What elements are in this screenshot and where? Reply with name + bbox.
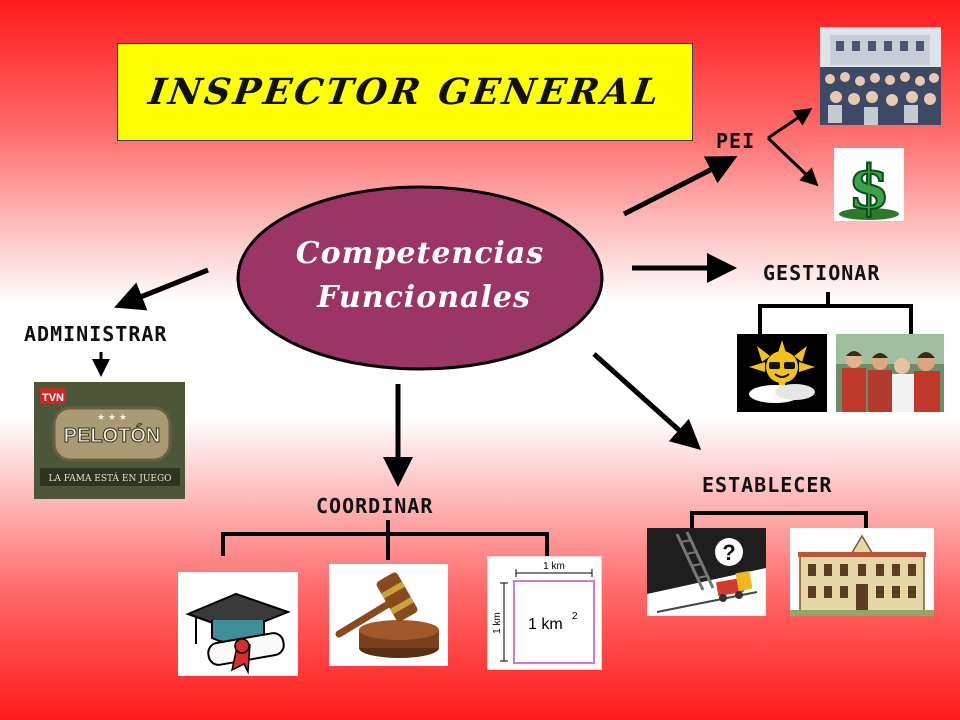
tvn-logo: TVN xyxy=(42,392,64,404)
label-establecer: ESTABLECER xyxy=(702,473,833,497)
bracket-coordinar xyxy=(221,520,549,560)
label-pei: PEI xyxy=(716,129,756,153)
center-line-2: Funcionales xyxy=(317,280,531,315)
arrow-pei-to-crowd xyxy=(767,107,813,140)
gavel-image xyxy=(329,564,448,666)
title-box: INSPECTOR GENERAL xyxy=(117,43,693,141)
area-diagram-image: 1 km 1 km 1 km 2 xyxy=(487,556,602,670)
bracket-gestionar xyxy=(758,292,913,334)
question-mark: ? xyxy=(722,540,735,565)
label-gestionar: GESTIONAR xyxy=(763,261,881,285)
side-label-top: 1 km xyxy=(543,561,565,572)
peloton-name: PELOTÓN xyxy=(64,423,161,447)
bracket-establecer xyxy=(690,511,868,534)
arrow-to-pei xyxy=(622,156,738,217)
graduation-cap-image xyxy=(178,572,298,676)
label-coordinar: COORDINAR xyxy=(316,494,434,518)
staff-group-photo xyxy=(836,334,944,412)
svg-text:★ ★ ★: ★ ★ ★ xyxy=(97,413,127,423)
center-label: Competencias Funcionales xyxy=(238,232,602,320)
arrow-to-administrar xyxy=(114,267,209,311)
peloton-image: TVN PELOTÓN ★ ★ ★ LA FAMA ESTÁ EN JUEGO xyxy=(34,382,185,499)
school-building-image xyxy=(790,528,934,616)
dollar-icon: $ xyxy=(834,148,904,221)
area-exponent: 2 xyxy=(572,611,578,622)
arrow-pei-to-dollar xyxy=(766,136,819,187)
crowd-photo xyxy=(820,27,941,125)
dollar-symbol: $ xyxy=(848,153,890,221)
side-label-left: 1 km xyxy=(492,612,503,634)
arrow-to-establecer xyxy=(592,352,702,451)
sun-sunglasses-image xyxy=(737,334,827,412)
question-train-image: ? xyxy=(647,528,766,616)
label-administrar: ADMINISTRAR xyxy=(24,322,168,346)
area-label: 1 km xyxy=(528,616,563,633)
center-ellipse xyxy=(236,185,604,371)
peloton-tagline: LA FAMA ESTÁ EN JUEGO xyxy=(48,472,171,484)
center-line-1: Competencias xyxy=(295,236,545,271)
